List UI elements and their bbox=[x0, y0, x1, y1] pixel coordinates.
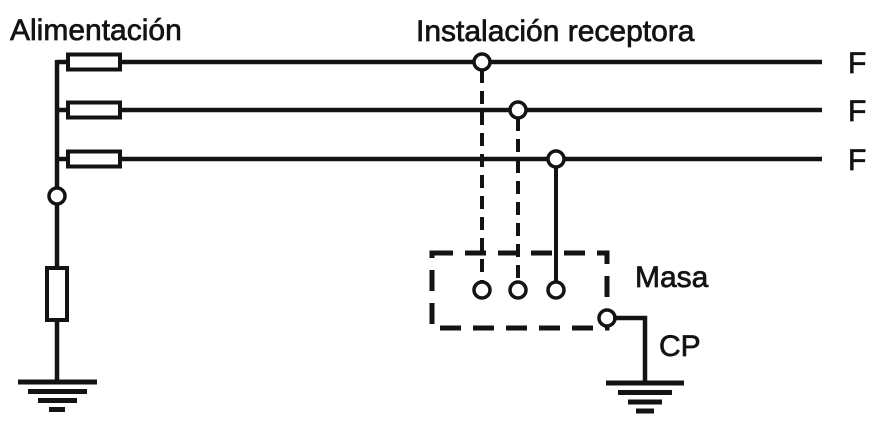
mass-bond-node bbox=[597, 308, 617, 328]
fuse-symbol-3 bbox=[66, 149, 122, 169]
earthing-impedance-symbol bbox=[45, 266, 69, 322]
terminal-node-3 bbox=[546, 280, 566, 300]
protective-conductor-section bbox=[606, 315, 684, 414]
terminal-node-1 bbox=[472, 280, 492, 300]
supply-section bbox=[18, 60, 97, 412]
phase-tap-node-3 bbox=[546, 149, 566, 169]
supply-earth-symbol bbox=[18, 379, 97, 412]
protective-conductor-label: CP bbox=[659, 330, 701, 363]
installation-label: Instalación receptora bbox=[416, 15, 695, 48]
phase-conductors bbox=[57, 52, 822, 169]
phase-label-2: F bbox=[848, 95, 866, 128]
fuse-symbol-1 bbox=[66, 52, 122, 72]
installation-earth-symbol bbox=[606, 380, 684, 414]
neutral-point-node bbox=[47, 186, 67, 206]
fuse-symbol-2 bbox=[66, 100, 122, 120]
phase-label-3: F bbox=[848, 144, 866, 177]
supply-label: Alimentación bbox=[10, 14, 182, 47]
protective-conductor-wire bbox=[613, 315, 648, 381]
mass-enclosure-box bbox=[429, 250, 610, 331]
phase-tap-node-2 bbox=[508, 100, 528, 120]
installation-section bbox=[429, 52, 617, 331]
phase-label-1: F bbox=[848, 47, 866, 80]
labels: Alimentación Instalación receptora F F F… bbox=[10, 14, 867, 364]
mass-label: Masa bbox=[635, 261, 709, 294]
terminal-node-2 bbox=[508, 280, 528, 300]
phase-tap-node-1 bbox=[472, 52, 492, 72]
